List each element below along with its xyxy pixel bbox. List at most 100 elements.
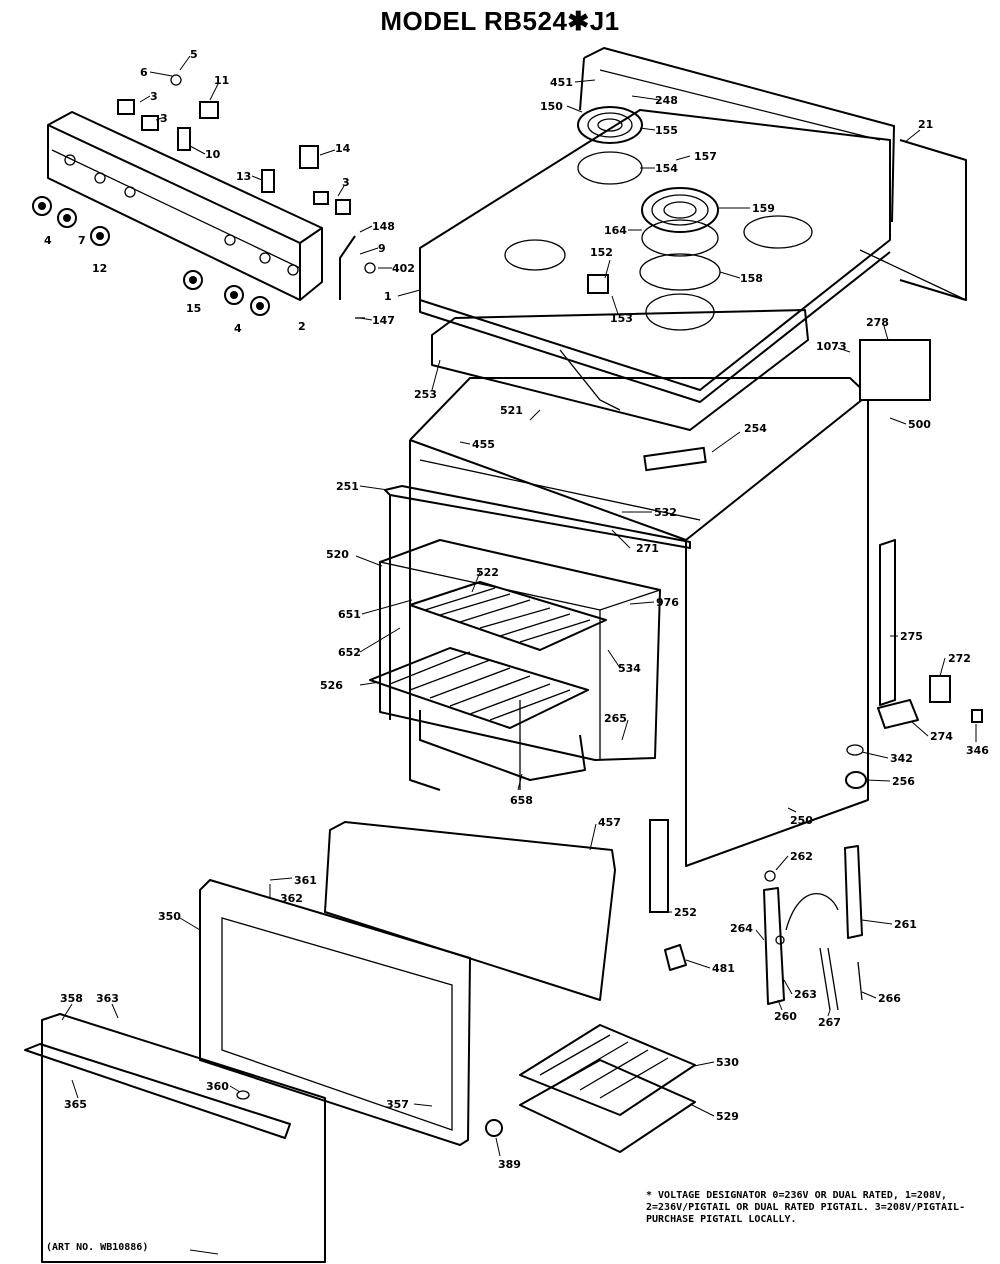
label-253: 253 [414,388,437,401]
label-532: 532 [654,506,677,519]
label-248: 248 [655,94,678,107]
burner-box [431,309,809,431]
label-350: 350 [158,910,181,923]
label-457: 457 [598,816,621,829]
label-147: 147 [372,314,395,327]
label-526: 526 [320,679,343,692]
label-358: 358 [60,992,83,1005]
label-164: 164 [604,224,627,237]
label-342: 342 [890,752,913,765]
label-481: 481 [712,962,735,975]
leader-lines [61,55,977,1255]
label-500: 500 [908,418,931,431]
label-261: 261 [894,918,917,931]
label-1073: 1073 [816,340,847,353]
surface-elements [577,106,721,294]
label-651: 651 [338,608,361,621]
label-157: 157 [694,150,717,163]
label-360: 360 [206,1080,229,1093]
label-254: 254 [744,422,767,435]
label-21: 21 [918,118,933,131]
label-402: 402 [392,262,415,275]
label-357: 357 [386,1098,409,1111]
label-530: 530 [716,1056,739,1069]
label-5: 5 [190,48,198,61]
knobs [32,196,270,316]
cooktop [419,47,895,403]
label-14: 14 [335,142,351,155]
label-153: 153 [610,312,633,325]
label-260: 260 [774,1010,797,1023]
label-1: 1 [384,290,392,303]
label-3: 3 [160,112,168,125]
switches [117,74,376,319]
part-labels: 5 6 3 11 3 10 14 13 3 148 9 402 4 7 12 1… [44,48,989,1171]
label-266: 266 [878,992,901,1005]
bake-element [419,700,586,790]
label-10: 10 [205,148,221,161]
label-3: 3 [342,176,350,189]
hinge-parts [649,819,863,1011]
door-glass [324,821,616,1001]
label-529: 529 [716,1110,739,1123]
art-number: (ART NO. WB10886) [46,1242,149,1253]
voltage-designator-note: * VOLTAGE DESIGNATOR 0=236V OR DUAL RATE… [646,1190,966,1225]
label-263: 263 [794,988,817,1001]
label-251: 251 [336,480,359,493]
label-361: 361 [294,874,317,887]
label-4: 4 [44,234,52,247]
label-362: 362 [280,892,303,905]
label-9: 9 [378,242,386,255]
label-658: 658 [510,794,533,807]
label-363: 363 [96,992,119,1005]
label-272: 272 [948,652,971,665]
label-12: 12 [92,262,107,275]
label-15: 15 [186,302,201,315]
door-outer-panel [24,1013,326,1263]
label-521: 521 [500,404,523,417]
label-252: 252 [674,906,697,919]
model-title: MODEL RB524✱J1 [380,6,620,36]
label-150: 150 [540,100,563,113]
label-6: 6 [140,66,148,79]
label-155: 155 [655,124,678,137]
label-275: 275 [900,630,923,643]
label-278: 278 [866,316,889,329]
label-11: 11 [214,74,229,87]
oven-cabinet [409,377,869,867]
label-262: 262 [790,850,813,863]
label-256: 256 [892,775,915,788]
label-250: 250 [790,814,813,827]
label-271: 271 [636,542,659,555]
label-3: 3 [150,90,158,103]
label-4: 4 [234,322,242,335]
label-264: 264 [730,922,753,935]
door-frame [199,879,471,1146]
broiler-pan [485,1024,696,1153]
label-154: 154 [655,162,678,175]
label-265: 265 [604,712,627,725]
label-534: 534 [618,662,641,675]
label-2: 2 [298,320,306,333]
label-455: 455 [472,438,495,451]
label-520: 520 [326,548,349,561]
label-13: 13 [236,170,251,183]
label-7: 7 [78,234,86,247]
label-148: 148 [372,220,395,233]
label-152: 152 [590,246,613,259]
label-159: 159 [752,202,775,215]
label-451: 451 [550,76,573,89]
label-274: 274 [930,730,953,743]
rear-bracket [859,139,967,301]
label-389: 389 [498,1158,521,1171]
label-522: 522 [476,566,499,579]
oven-racks [369,581,607,729]
oven-liner [379,539,661,761]
label-267: 267 [818,1016,841,1029]
label-346: 346 [966,744,989,757]
side-parts [845,339,983,789]
label-652: 652 [338,646,361,659]
control-panel [47,111,323,301]
label-976: 976 [656,596,679,609]
